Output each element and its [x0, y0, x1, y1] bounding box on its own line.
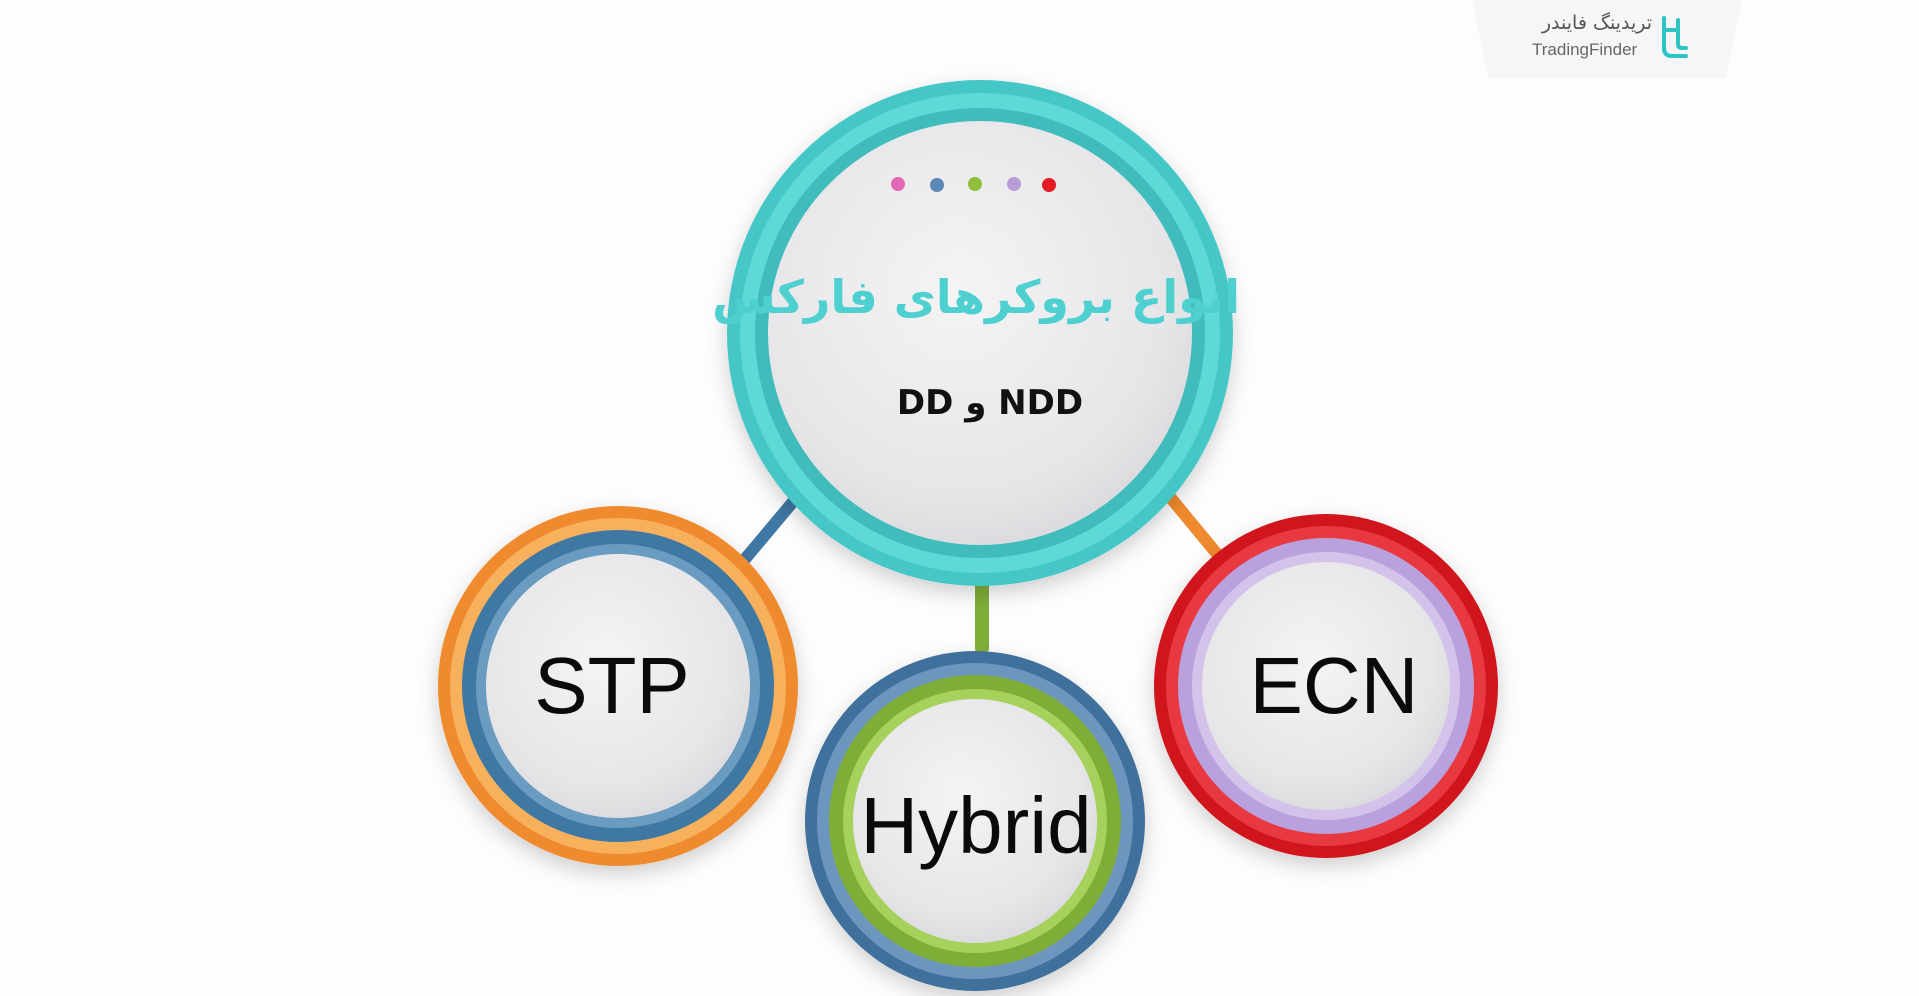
connector-stp [734, 497, 798, 571]
hybrid-label: Hybrid [860, 781, 1092, 870]
main-circle [727, 80, 1233, 586]
dot-blue [930, 178, 944, 192]
logo-english-text: TradingFinder [1532, 40, 1638, 59]
stp-circle [438, 506, 798, 866]
dot-pink [891, 177, 905, 191]
main-title: انواع بروکرهای فارکس [712, 270, 1240, 324]
connector-ecn [1164, 491, 1228, 566]
dot-red [1042, 178, 1056, 192]
tradingfinder-logo-icon [1662, 16, 1688, 58]
ecn-label: ECN [1249, 641, 1419, 730]
logo-persian-text: تریدینگ فایندر [1541, 12, 1652, 34]
dot-green [968, 177, 982, 191]
dot-lavender [1007, 177, 1021, 191]
ecn-circle [1154, 514, 1498, 858]
sub-title: NDD و DD [896, 383, 1084, 423]
hybrid-circle [805, 651, 1145, 991]
logo-tab [1472, 0, 1742, 78]
stp-label: STP [534, 641, 690, 730]
